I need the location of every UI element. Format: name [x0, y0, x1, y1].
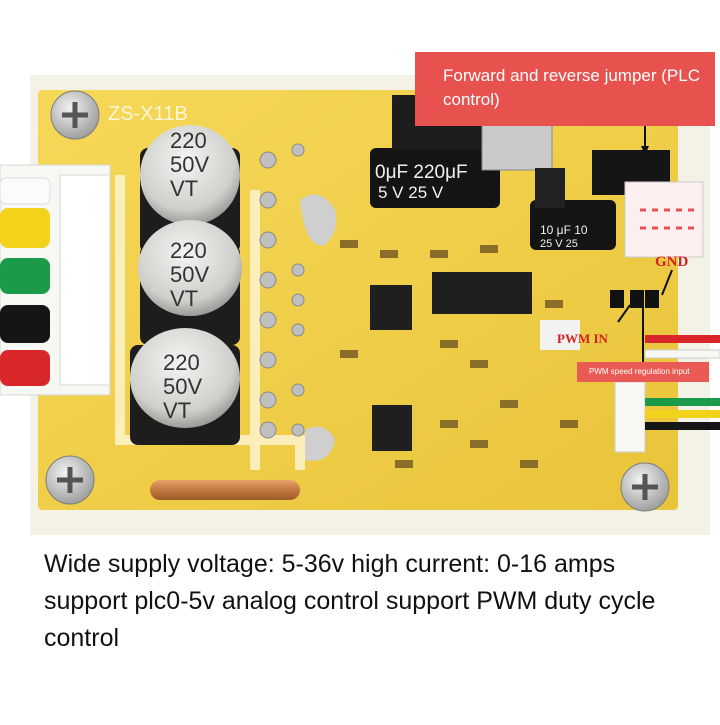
wire-white	[0, 177, 51, 205]
pwm-header	[610, 290, 659, 308]
wire-black	[645, 422, 720, 430]
capacitor-black-2: 10 μF 10 25 V 25	[530, 200, 616, 250]
cap-black-text: 0μF 220μF	[375, 162, 468, 183]
cap-black-text: 10 μF 10	[540, 223, 588, 237]
capacitor-3: 220 50V VT	[130, 328, 240, 445]
gnd-label: GND	[655, 254, 689, 270]
cap-text: 220	[163, 350, 200, 375]
wire-red	[0, 350, 50, 386]
cap-text: VT	[170, 176, 198, 201]
cap-text: 220	[170, 238, 207, 263]
solder-pads	[259, 143, 305, 439]
smd-components	[340, 240, 578, 468]
cap-text: 50V	[163, 374, 202, 399]
main-ic	[432, 272, 532, 314]
wire-green	[0, 258, 50, 294]
jumper-callout: Forward and reverse jumper (PLC control)	[415, 52, 715, 126]
driver-ic	[370, 285, 412, 330]
pwm-in-label: PWM IN	[557, 331, 608, 346]
cap-text: 220	[170, 128, 207, 153]
heat-pipe	[150, 480, 300, 500]
wire-red	[645, 335, 720, 343]
pwm-speed-callout: PWM speed regulation input	[577, 362, 709, 382]
driver-ic	[372, 405, 412, 451]
capacitor-2: 220 50V VT	[138, 220, 242, 345]
jumper-callout-text: Forward and reverse jumper (PLC control)	[443, 66, 700, 109]
jumper-connector	[624, 181, 704, 258]
cap-text: 50V	[170, 152, 209, 177]
crystal	[481, 124, 553, 171]
pcb-board	[38, 90, 678, 510]
screw-icon	[50, 90, 100, 140]
cap-text: VT	[163, 398, 191, 423]
capacitor-1: 220 50V VT	[140, 125, 240, 253]
cap-text: 50V	[170, 262, 209, 287]
capacitor-black-1: 0μF 220μF 5 V 25 V	[370, 148, 500, 208]
product-caption: Wide supply voltage: 5-36v high current:…	[44, 550, 656, 652]
cap-black-text: 25 V 25	[540, 238, 578, 250]
solder-blob	[305, 426, 335, 461]
wire-yellow	[0, 208, 50, 248]
screw-icon	[620, 462, 670, 512]
wire-black	[0, 305, 50, 343]
wire-green	[645, 398, 720, 406]
wire-yellow	[645, 410, 720, 418]
solder-blob	[300, 194, 337, 246]
cap-black-text: 5 V 25 V	[378, 183, 444, 202]
cap-text: VT	[170, 286, 198, 311]
screw-icon	[45, 455, 95, 505]
board-model-label: ZS-X11B	[108, 103, 188, 125]
pwm-connector	[614, 381, 646, 453]
